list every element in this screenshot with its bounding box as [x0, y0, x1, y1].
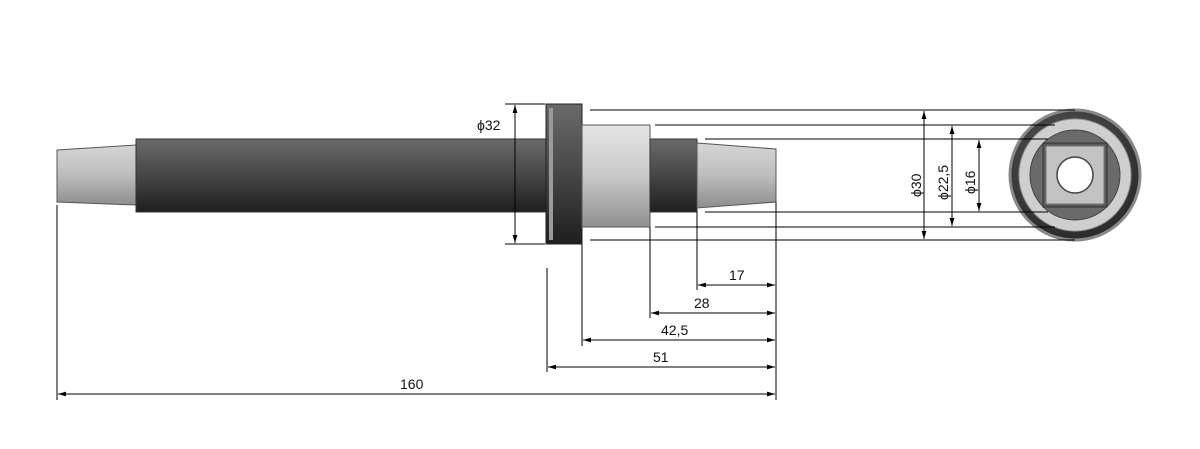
shaft-side-view: [56, 103, 777, 245]
dim-length-28: 28: [694, 295, 710, 311]
dim-length-160: 160: [400, 376, 424, 392]
dark-section: [649, 138, 698, 213]
shaft-end-view: [1008, 108, 1142, 242]
main-shaft-body: [135, 138, 547, 213]
dim-dia-16: ϕ16: [962, 170, 978, 194]
dim-length-51: 51: [653, 349, 669, 365]
dim-dia-30: ϕ30: [908, 173, 924, 197]
collar: [581, 124, 651, 228]
dim-length-17: 17: [729, 267, 745, 283]
center-hole: [1056, 156, 1094, 194]
flange-face: [549, 108, 553, 240]
left-taper: [56, 144, 137, 206]
diameter-dimensions: ϕ32 ϕ30 ϕ22,5 ϕ16: [477, 103, 982, 245]
dim-dia-32: ϕ32: [477, 117, 501, 133]
dim-length-42-5: 42,5: [661, 322, 688, 338]
projection-lines: [590, 109, 1075, 241]
right-taper: [696, 142, 777, 209]
dim-dia-22-5: ϕ22,5: [935, 165, 951, 200]
length-dimensions: 17 28 42,5 51 160: [56, 202, 777, 400]
